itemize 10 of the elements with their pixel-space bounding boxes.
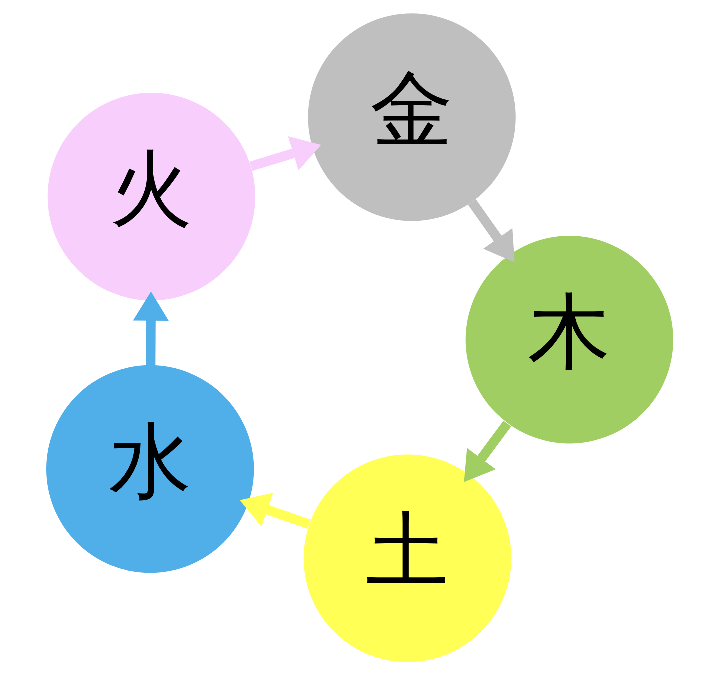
arrow [133,292,169,366]
arrow [464,420,512,482]
node-circle: 土 [304,454,512,662]
node-circle: 火 [48,93,256,301]
arrow [240,493,311,529]
arrow [468,199,515,263]
arrow [250,136,322,172]
node-circle: 金 [308,14,516,222]
node-circle: 水 [46,365,254,574]
node-circle: 木 [466,236,674,444]
